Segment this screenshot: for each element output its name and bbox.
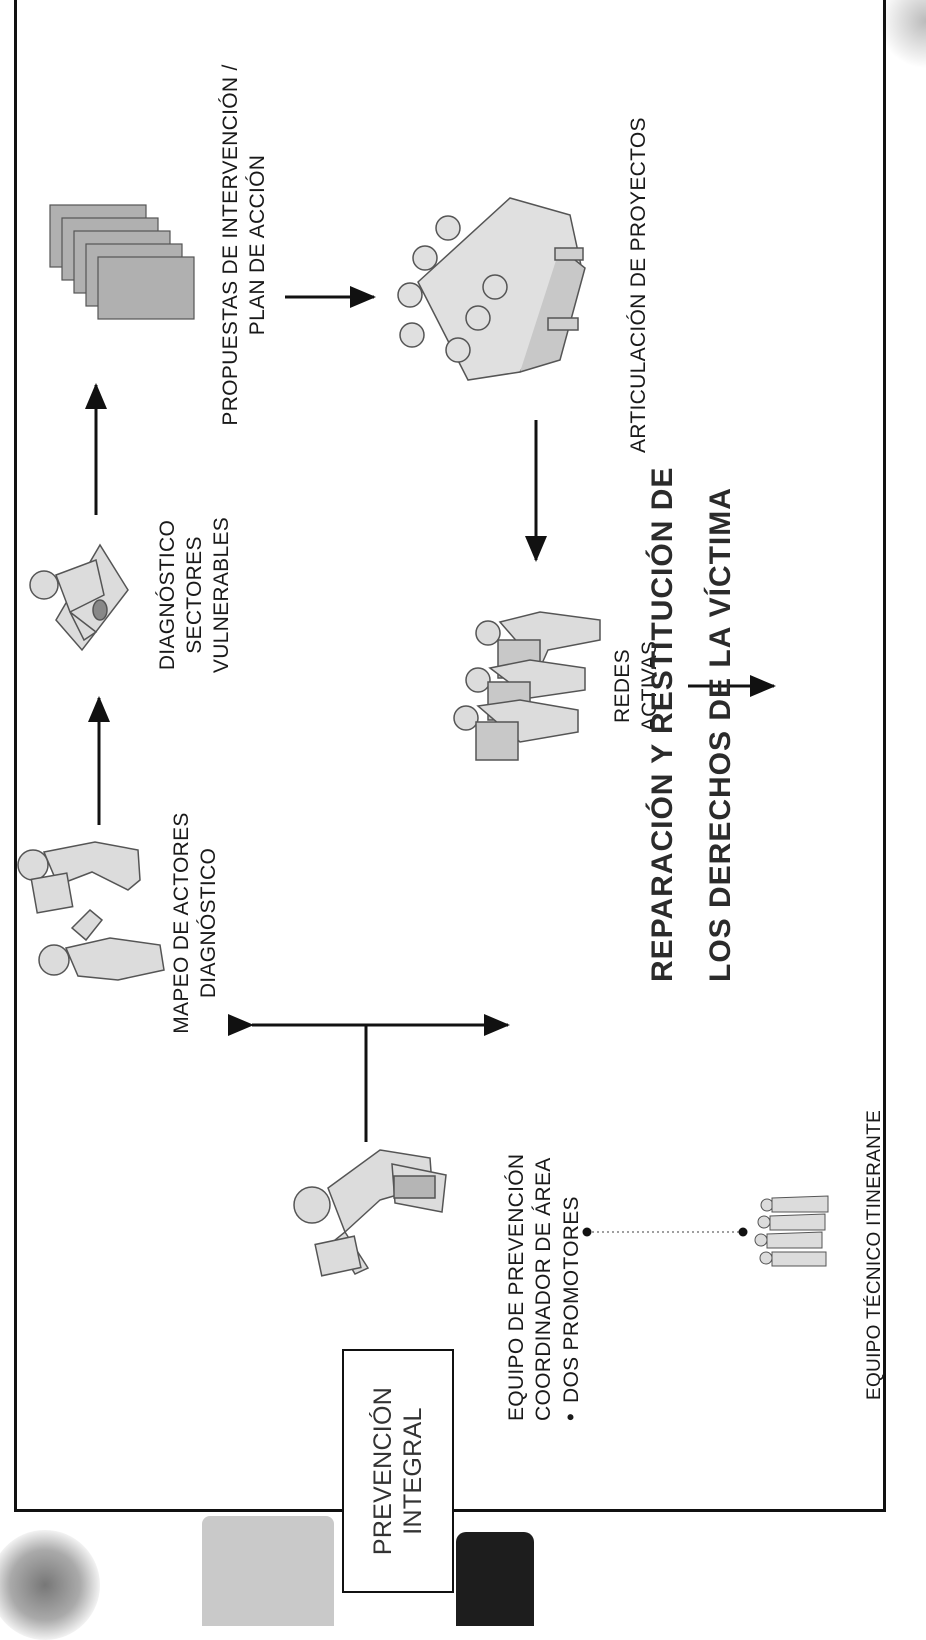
reparacion-line1: REPARACIÓN Y RESTITUCIÓN DE xyxy=(646,466,679,982)
diagnostico-line3: VULNERABLES xyxy=(210,516,233,674)
gray-tab-decoration xyxy=(202,1516,334,1626)
equipo-line3-text: DOS PROMOTORES xyxy=(560,1196,583,1403)
diagnostico-line2: SECTORES xyxy=(183,536,206,654)
bullet: • xyxy=(558,1412,583,1421)
redes-line1: REDES xyxy=(611,649,634,723)
person-with-box-icon xyxy=(293,1149,447,1277)
reparacion-title: REPARACIÓN Y RESTITUCIÓN DE LOS DERECHOS… xyxy=(634,382,754,982)
propuestas-line1: PROPUESTAS DE INTERVENCIÓN / xyxy=(219,64,242,426)
reparacion-line2: LOS DERECHOS DE LA VÍCTIMA xyxy=(704,487,737,982)
small-group-icon xyxy=(754,1195,829,1267)
meeting-table-icon xyxy=(397,197,586,381)
diagnostico-label: DIAGNÓSTICO SECTORES VULNERABLES xyxy=(154,505,240,685)
diagnostico-line1: DIAGNÓSTICO xyxy=(156,519,179,671)
dark-tab-decoration xyxy=(456,1532,534,1626)
equipo-line3: • DOS PROMOTORES xyxy=(557,1091,585,1421)
mapeo-label: MAPEO DE ACTORES DIAGNÓSTICO xyxy=(168,803,228,1043)
mapeo-line2: DIAGNÓSTICO xyxy=(197,847,220,999)
connector-dot-right xyxy=(738,1227,748,1237)
prevencion-integral-box xyxy=(342,1349,454,1593)
three-people-icon xyxy=(453,611,601,761)
equipo-line2: COORDINADOR DE ÁREA xyxy=(532,1157,555,1421)
connector-dot-left xyxy=(582,1227,592,1237)
propuestas-label: PROPUESTAS DE INTERVENCIÓN / PLAN DE ACC… xyxy=(217,55,277,435)
equipo-line1: EQUIPO DE PREVENCIÓN xyxy=(505,1153,528,1421)
corner-decoration xyxy=(0,1530,100,1640)
prevencion-line1: PREVENCIÓN xyxy=(369,1386,397,1556)
mapeo-line1: MAPEO DE ACTORES xyxy=(170,812,193,1034)
two-people-icon xyxy=(17,841,165,981)
document-stack-icon xyxy=(49,204,195,320)
prevencion-integral-label: PREVENCIÓN INTEGRAL xyxy=(368,1351,428,1591)
person-at-desk-icon xyxy=(29,543,129,652)
prevencion-line2: INTEGRAL xyxy=(399,1407,427,1535)
edge-decoration xyxy=(880,0,926,70)
propuestas-line2: PLAN DE ACCIÓN xyxy=(246,154,269,336)
equipo-itinerante-label: EQUIPO TÉCNICO ITINERANTE xyxy=(864,1109,885,1400)
equipo-prevencion-label: EQUIPO DE PREVENCIÓN COORDINADOR DE ÁREA… xyxy=(503,1091,593,1421)
